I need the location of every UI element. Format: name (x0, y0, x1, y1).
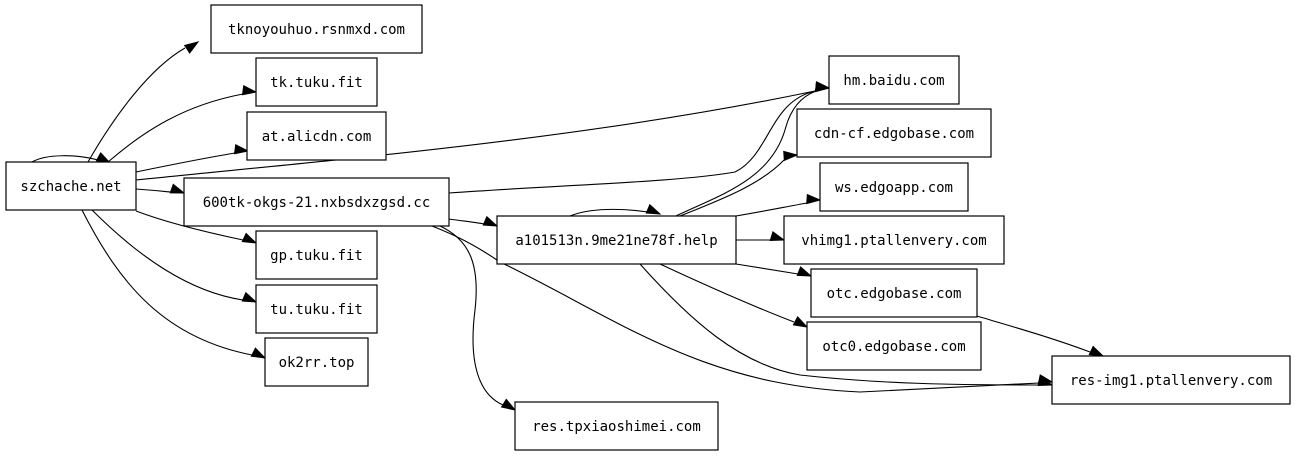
arrowhead-icon (769, 231, 786, 242)
nodes: szchache.net tknoyouhuo.rsnmxd.com tk.tu… (5, 4, 1291, 451)
edge-a101513n-to-ws_edgo (735, 193, 822, 217)
node-label: ok2rr.top (279, 355, 355, 371)
edge-szchache-to-ok2rr (81, 209, 267, 359)
node-label: tu.tuku.fit (270, 302, 363, 318)
node-label: vhimg1.ptallenvery.com (801, 233, 986, 249)
arrowhead-icon (796, 266, 813, 277)
node-tu-tuku: tu.tuku.fit (255, 284, 378, 334)
arrowhead-icon (241, 291, 258, 303)
edge-line (439, 225, 504, 406)
node-label: otc.edgobase.com (827, 286, 962, 302)
node-tknoyouhuo: tknoyouhuo.rsnmxd.com (210, 4, 423, 54)
edge-otc-to-res_img1 (976, 315, 1105, 357)
node-label: at.alicdn.com (262, 129, 372, 145)
edge-line (135, 90, 816, 181)
edge-a101513n-to-hm_baidu (675, 81, 831, 217)
node-otc0: otc0.edgobase.com (806, 321, 982, 371)
edge-line (659, 263, 795, 323)
arrowhead-icon (1037, 376, 1054, 387)
arrowhead-icon (814, 81, 831, 92)
edge-line (135, 188, 172, 193)
edge-line (569, 208, 649, 217)
edge-szchache-to-tu_tuku (91, 209, 258, 303)
node-ok2rr: ok2rr.top (264, 337, 369, 387)
node-600tk: 600tk-okgs-21.nxbsdxzgsd.cc (183, 177, 450, 227)
edge-a101513n-to-otc (735, 263, 813, 277)
arrowhead-icon (806, 193, 822, 205)
edge-a101513n-to-res_img1 (639, 263, 1054, 387)
node-label: tk.tuku.fit (270, 75, 363, 91)
arrowhead-icon (500, 398, 517, 411)
node-vhimg1: vhimg1.ptallenvery.com (783, 215, 1005, 265)
edge-n600tk-to-a101513n (448, 215, 499, 227)
node-szchache: szchache.net (5, 161, 137, 211)
edge-line (735, 202, 808, 217)
node-ws-edgo: ws.edgoapp.com (819, 162, 969, 212)
edge-n600tk-to-res_tpx (439, 225, 517, 411)
arrowhead-icon (783, 150, 799, 162)
edge-szchache-to-tk_tuku (107, 85, 258, 163)
node-label: szchache.net (20, 179, 121, 195)
node-label: a101513n.9me21ne78f.help (515, 233, 717, 249)
edge-line (675, 90, 817, 217)
node-label: otc0.edgobase.com (822, 339, 965, 355)
edge-szchache-to-tknoyouhuo (87, 41, 200, 163)
edge-line (976, 315, 1091, 353)
node-a101513n: a101513n.9me21ne78f.help (496, 215, 737, 265)
edge-line (81, 209, 253, 356)
node-label: 600tk-okgs-21.nxbsdxzgsd.cc (203, 195, 431, 211)
edge-line (135, 210, 244, 241)
node-label: res.tpxiaoshimei.com (532, 419, 701, 435)
node-label: hm.baidu.com (843, 73, 944, 89)
edge-line (735, 263, 799, 275)
node-hm-baidu: hm.baidu.com (828, 55, 960, 105)
edge-line (639, 263, 1040, 386)
arrowhead-icon (241, 85, 258, 96)
arrowhead-icon (482, 215, 499, 227)
arrowhead-icon (1088, 345, 1105, 357)
arrowhead-icon (250, 347, 267, 359)
node-label: ws.edgoapp.com (835, 180, 953, 196)
node-gp-tuku: gp.tuku.fit (255, 230, 378, 280)
node-cdn-cf: cdn-cf.edgobase.com (796, 108, 992, 158)
edge-line (448, 218, 485, 225)
node-tk-tuku: tk.tuku.fit (255, 57, 378, 107)
arrowhead-icon (645, 203, 662, 215)
node-label: cdn-cf.edgobase.com (814, 126, 974, 142)
edge-szchache-to-n600tk (135, 183, 186, 194)
node-label: tknoyouhuo.rsnmxd.com (228, 22, 405, 38)
node-label: gp.tuku.fit (270, 248, 363, 264)
edge-line (679, 159, 785, 217)
arrowhead-icon (241, 232, 258, 244)
edge-a101513n-to-otc0 (659, 263, 809, 328)
edge-line (431, 225, 1040, 393)
edge-line (87, 47, 186, 163)
edge-a101513n-to-vhimg1 (736, 231, 786, 242)
edge-a101513n-to-a101513n (569, 203, 662, 217)
arrowhead-icon (792, 316, 809, 328)
edge-line (91, 209, 244, 301)
edge-szchache-to-at_alicdn (135, 144, 250, 173)
edge-line (135, 152, 236, 173)
arrowhead-icon (169, 183, 186, 194)
edge-line (31, 155, 99, 163)
node-otc: otc.edgobase.com (810, 268, 978, 318)
edge-line (448, 90, 817, 194)
arrowhead-icon (233, 144, 250, 155)
node-res-img1: res-img1.ptallenvery.com (1051, 355, 1291, 405)
edge-szchache-to-gp_tuku (135, 210, 258, 244)
node-at-alicdn: at.alicdn.com (246, 111, 387, 161)
edge-line (107, 93, 244, 163)
node-res-tpx: res.tpxiaoshimei.com (514, 401, 719, 451)
arrowhead-icon (183, 41, 200, 54)
edge-szchache-to-hm_baidu (135, 81, 831, 181)
edge-a101513n-to-cdn_cf (679, 150, 799, 217)
node-label: res-img1.ptallenvery.com (1070, 373, 1272, 389)
edges (31, 41, 1105, 411)
